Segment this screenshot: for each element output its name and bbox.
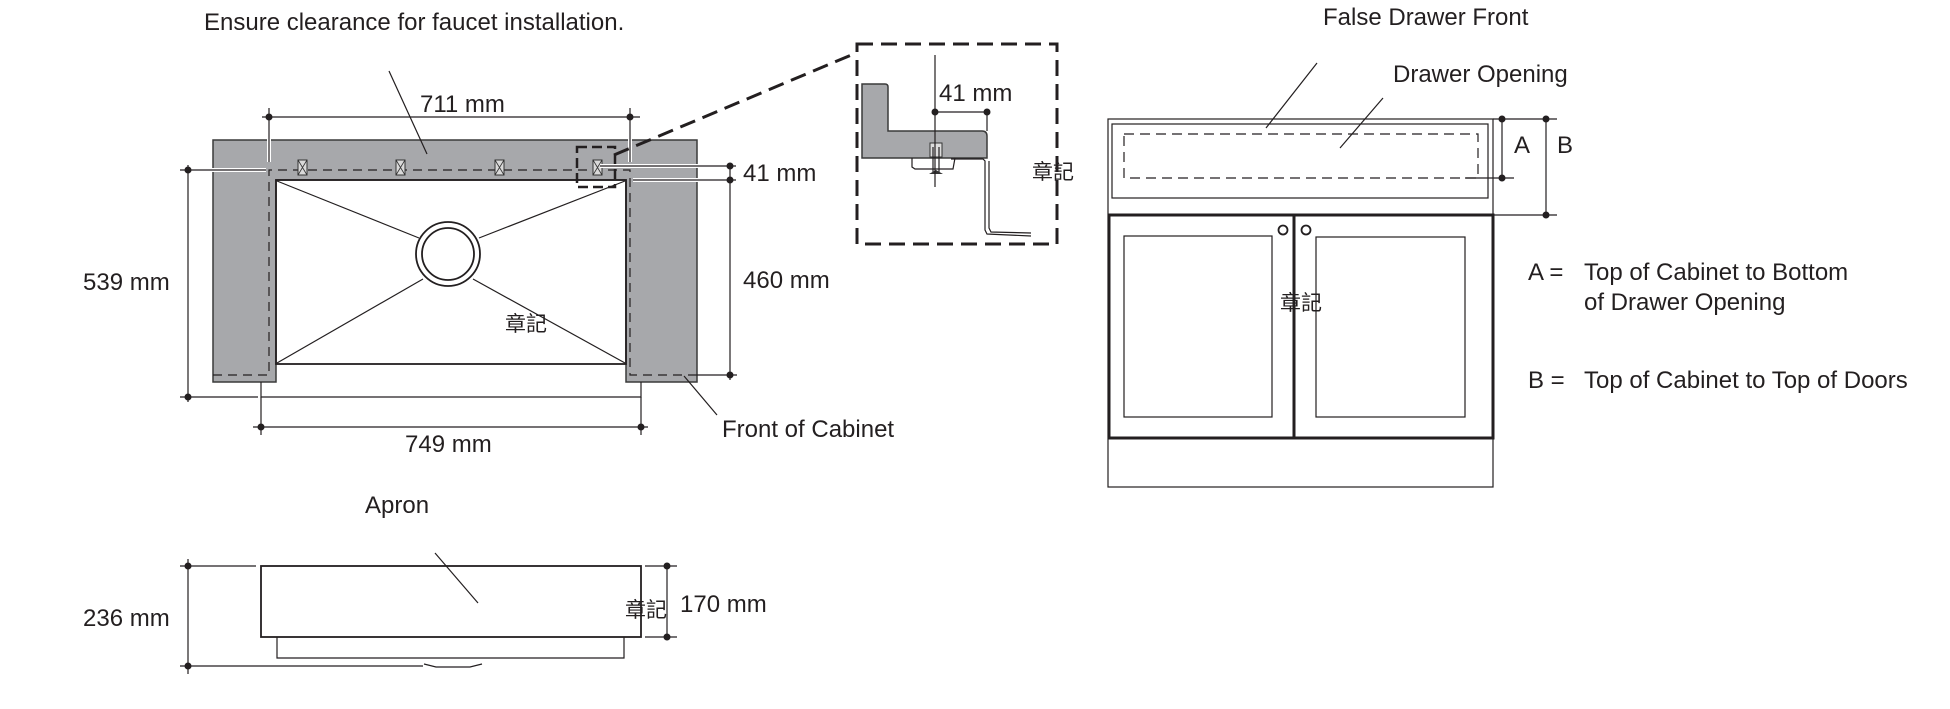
clamp-icon	[494, 159, 505, 176]
sink-top-view: Ensure clearance for faucet installation…	[83, 9, 894, 458]
legend-key-a: A =	[1528, 259, 1563, 286]
apron-panel	[260, 565, 642, 638]
door-panel-right	[1315, 236, 1466, 418]
dimension-dot	[637, 423, 645, 431]
detail-frame	[855, 42, 1059, 246]
dimension-dot	[184, 166, 192, 174]
sink-bowl-profile	[276, 637, 625, 659]
dimension-b-letter: B	[1557, 132, 1573, 159]
drain-profile	[423, 663, 483, 668]
drawer-opening	[1123, 133, 1479, 179]
clamp-icon	[395, 159, 406, 176]
dimension-539	[180, 165, 266, 402]
dimension-dot	[184, 662, 192, 670]
dimension-label-170: 170 mm	[680, 591, 767, 618]
drawer-opening-leader	[1339, 97, 1384, 149]
dimension-dot	[265, 113, 273, 121]
door-panel-left	[1123, 235, 1273, 418]
false-drawer-front	[1111, 123, 1489, 199]
countertop	[212, 139, 698, 383]
dimension-dot	[184, 393, 192, 401]
dimension-dot	[1542, 211, 1550, 219]
apron-leader	[434, 552, 479, 604]
dimension-dot	[257, 423, 265, 431]
cabinet-outline-dashed	[213, 169, 697, 376]
dimension-41-460	[600, 162, 737, 380]
dimension-dot	[663, 562, 671, 570]
drain-outer	[415, 221, 481, 287]
cabinet-front-view: False Drawer Front Drawer Opening A B 章記…	[1107, 4, 1908, 488]
false-drawer-front-label: False Drawer Front	[1323, 4, 1529, 31]
dimension-label-236: 236 mm	[83, 605, 170, 632]
detail-connector-line	[613, 51, 857, 157]
legend-text-a-line1: Top of Cabinet to Bottom	[1584, 259, 1848, 286]
front-of-cabinet-label: Front of Cabinet	[722, 416, 894, 443]
dimension-label-539: 539 mm	[83, 269, 170, 296]
legend-key-b: B =	[1528, 367, 1565, 394]
stamp-mark: 章記	[1032, 160, 1074, 184]
false-drawer-leader	[1265, 62, 1318, 129]
dimension-dot	[1542, 115, 1550, 123]
dimension-a-letter: A	[1514, 132, 1530, 159]
apron-label: Apron	[365, 492, 429, 519]
dimension-dot	[1498, 115, 1506, 123]
door-frame	[1107, 213, 1495, 440]
stamp-mark: 章記	[625, 598, 667, 622]
apron-lip-outline	[260, 382, 642, 398]
dimension-label-749: 749 mm	[405, 431, 492, 458]
dimension-711	[262, 108, 640, 162]
dimension-dot	[931, 108, 939, 116]
legend-text-a-line2: of Drawer Opening	[1584, 289, 1785, 316]
dimension-dot	[983, 108, 991, 116]
clamp-icon	[297, 159, 308, 176]
stamp-mark: 章記	[505, 312, 547, 336]
dimension-label-460: 460 mm	[743, 267, 830, 294]
mounting-clamps	[297, 159, 603, 176]
door-knob-icon	[1277, 224, 1289, 236]
drain-inner	[421, 227, 475, 281]
dimension-legend: A = Top of Cabinet to Bottom of Drawer O…	[1528, 259, 1908, 394]
faucet-clearance-note: Ensure clearance for faucet installation…	[204, 9, 624, 36]
basin-slope-line	[276, 278, 424, 364]
dimension-749	[253, 397, 648, 435]
detail-dimension-label-41: 41 mm	[939, 80, 1012, 107]
dimension-dot	[1498, 174, 1506, 182]
faucet-note-leader	[388, 70, 428, 155]
sink-flange-inner	[988, 161, 1032, 234]
legend-text-b-line1: Top of Cabinet to Top of Doors	[1584, 367, 1908, 394]
basin-slope-line	[276, 180, 420, 239]
sink-flange	[951, 158, 1032, 237]
detail-callout-box	[575, 145, 617, 189]
basin-slope-line	[472, 278, 626, 364]
dimension-dot	[726, 162, 734, 170]
front-of-cabinet-leader	[683, 375, 718, 416]
dimension-dot	[726, 176, 734, 184]
door-knob-icon	[1300, 224, 1312, 236]
dimension-label-41: 41 mm	[743, 160, 816, 187]
dimension-dot	[626, 113, 634, 121]
clamp-bracket	[911, 157, 956, 170]
drawer-opening-label: Drawer Opening	[1393, 61, 1568, 88]
countertop-section	[861, 83, 988, 159]
dimension-label-711: 711 mm	[420, 91, 505, 118]
screw-icon	[929, 142, 943, 158]
apron-front-view: Apron 236 mm 170 mm 章記	[83, 492, 767, 674]
dimension-dot	[726, 371, 734, 379]
basin-slope-line	[478, 180, 626, 239]
stamp-mark: 章記	[1280, 291, 1322, 315]
sink-basin	[275, 179, 627, 365]
clamp-detail-view: 41 mm 章記	[855, 42, 1074, 246]
dimension-dot	[663, 633, 671, 641]
dimension-dot	[184, 562, 192, 570]
